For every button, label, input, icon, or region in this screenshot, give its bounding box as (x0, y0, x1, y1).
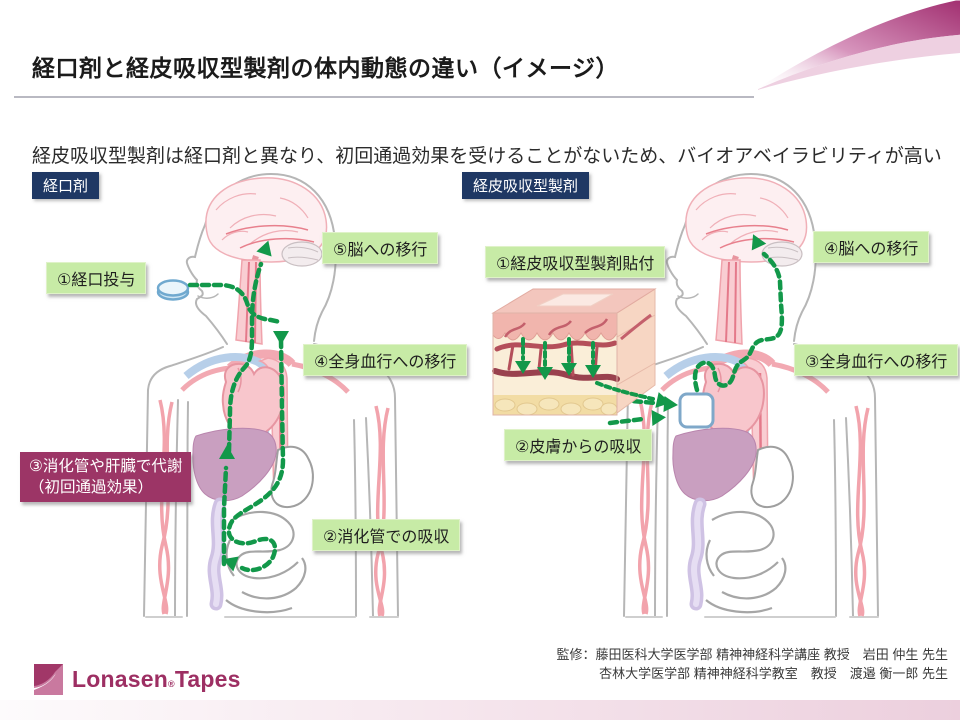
dermis-vessels (492, 340, 620, 382)
oral-step3-line2: （初回通過効果） (29, 479, 154, 496)
oral-step2-label: ②消化管での吸収 (312, 519, 461, 551)
logo-brand-text: Lonasen (72, 666, 168, 692)
skin-absorption-arrows (515, 337, 671, 408)
logo-mark-icon (34, 664, 63, 695)
tds-section-label: 経皮吸収型製剤 (462, 172, 590, 199)
tds-step1-label: ①経皮吸収型製剤貼付 (485, 246, 666, 278)
pill-icon (156, 279, 190, 301)
slide-subtitle: 経皮吸収型製剤は経口剤と異なり、初回通過効果を受けることがないため、バイオアベイ… (32, 146, 942, 167)
registered-mark: ® (167, 679, 175, 689)
oral-section-label: 経口剤 (32, 172, 100, 199)
oral-step5-label: ⑤脳への移行 (322, 232, 439, 264)
papillary-vessels (503, 318, 609, 338)
oral-absorption-route-arrows (187, 240, 289, 573)
logo-text: Lonasen®Tapes (72, 666, 241, 693)
tds-step2-label: ②皮膚からの吸収 (504, 429, 653, 461)
bottom-gradient-bar (0, 700, 960, 720)
oral-step4-label: ④全身血行への移行 (303, 344, 468, 376)
oral-step3-label: ③消化管や肝臓で代謝 （初回通過効果） (20, 452, 192, 502)
supervision-line2: 杏林大学医学部 精神神経科学教室 教授 渡邉 衡一郎 先生 (599, 666, 948, 681)
supervision-line1: 監修：藤田医科大学医学部 精神神経科学講座 教授 岩田 仲生 先生 (556, 647, 948, 662)
skin-cross-section-illustration (491, 288, 671, 416)
brand-logo: Lonasen®Tapes (34, 664, 241, 695)
patch-on-skin-icon (536, 293, 614, 307)
chest-patch-icon (678, 392, 715, 429)
title-divider (14, 96, 754, 98)
oral-step1-label: ①経口投与 (46, 262, 147, 294)
human-body-left-illustration (130, 168, 460, 638)
logo-product-text: Tapes (174, 666, 241, 692)
header-swoosh-decoration (758, 0, 960, 90)
tds-step3-label: ③全身血行への移行 (794, 344, 959, 376)
supervision-credit: 監修：藤田医科大学医学部 精神神経科学講座 教授 岩田 仲生 先生 杏林大学医学… (557, 645, 948, 683)
tds-step4-label: ④脳への移行 (813, 231, 930, 263)
oral-step3-line1: ③消化管や肝臓で代謝 (29, 458, 183, 475)
page-title: 経口剤と経皮吸収型製剤の体内動態の違い（イメージ） (32, 55, 620, 82)
